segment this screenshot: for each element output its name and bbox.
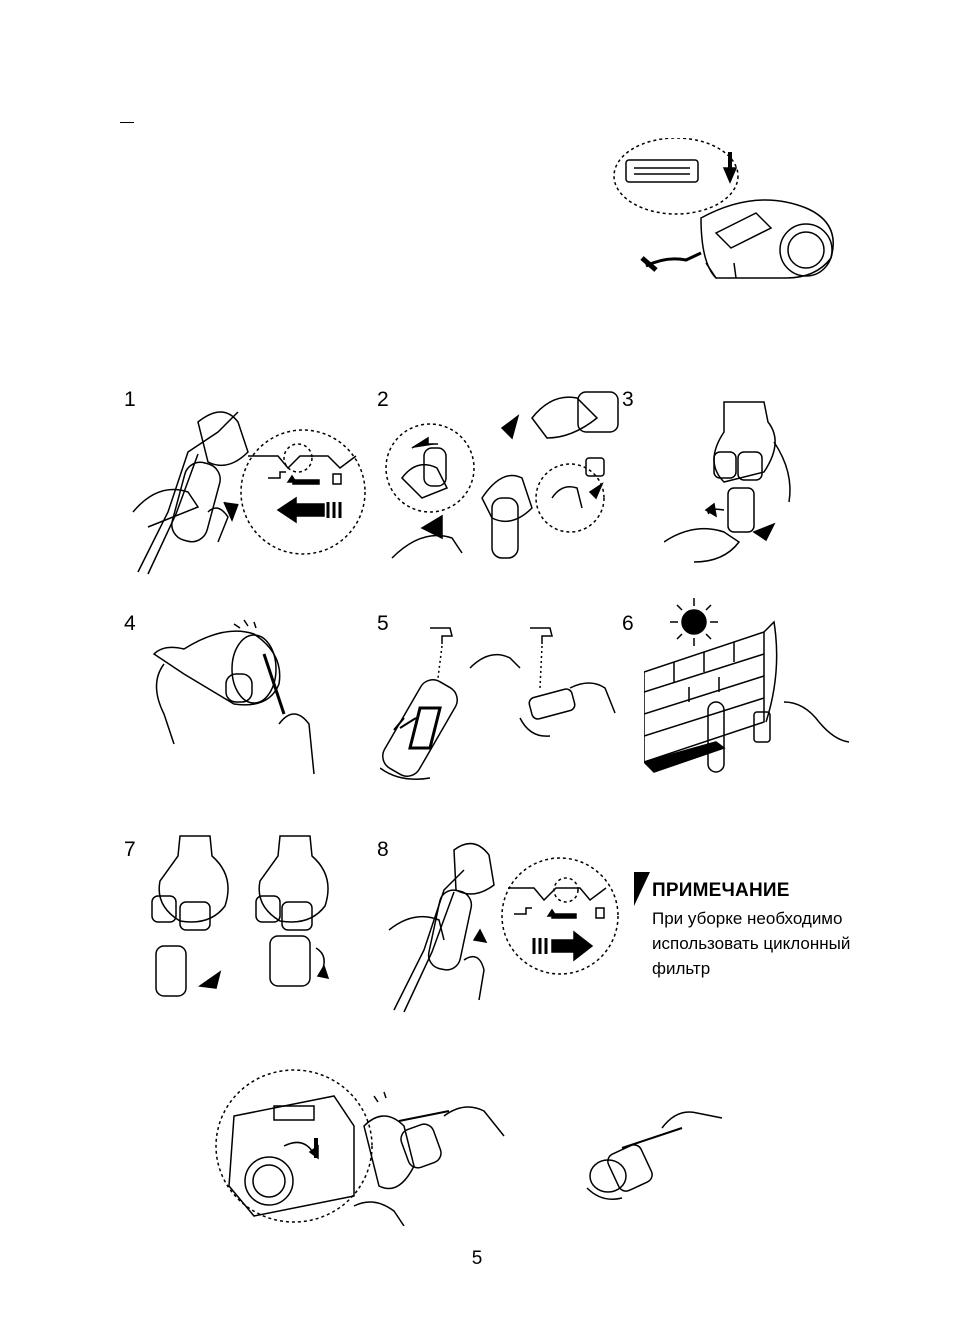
step-3-illustration bbox=[664, 392, 804, 578]
note-flag-icon bbox=[634, 872, 650, 906]
note-block: ПРИМЕЧАНИЕ При уборке необходимо использ… bbox=[634, 872, 894, 981]
step-2-illustration bbox=[382, 388, 622, 578]
vacuum-filter-illustration bbox=[606, 138, 846, 284]
bottom-left-cleaning-illustration bbox=[214, 1066, 514, 1226]
step-6-illustration bbox=[644, 592, 854, 782]
step-number-3: 3 bbox=[622, 388, 634, 412]
step-number-6: 6 bbox=[622, 612, 634, 636]
step-1-illustration bbox=[128, 392, 368, 578]
step-number-7: 7 bbox=[124, 838, 136, 862]
note-line: использовать циклонный bbox=[652, 931, 894, 956]
header-dash bbox=[120, 122, 134, 123]
note-header: ПРИМЕЧАНИЕ bbox=[634, 872, 894, 906]
step-number-4: 4 bbox=[124, 612, 136, 636]
note-line: При уборке необходимо bbox=[652, 906, 894, 931]
bottom-right-cleaning-illustration bbox=[582, 1098, 728, 1210]
note-text: При уборке необходимо использовать цикло… bbox=[652, 906, 894, 981]
page-number: 5 bbox=[0, 1248, 954, 1270]
step-5-illustration bbox=[380, 618, 620, 790]
step-8-illustration bbox=[384, 830, 624, 1016]
step-4-illustration bbox=[144, 614, 324, 784]
step-7-illustration bbox=[140, 826, 350, 1008]
note-line: фильтр bbox=[652, 956, 894, 981]
note-title: ПРИМЕЧАНИЕ bbox=[652, 880, 790, 902]
